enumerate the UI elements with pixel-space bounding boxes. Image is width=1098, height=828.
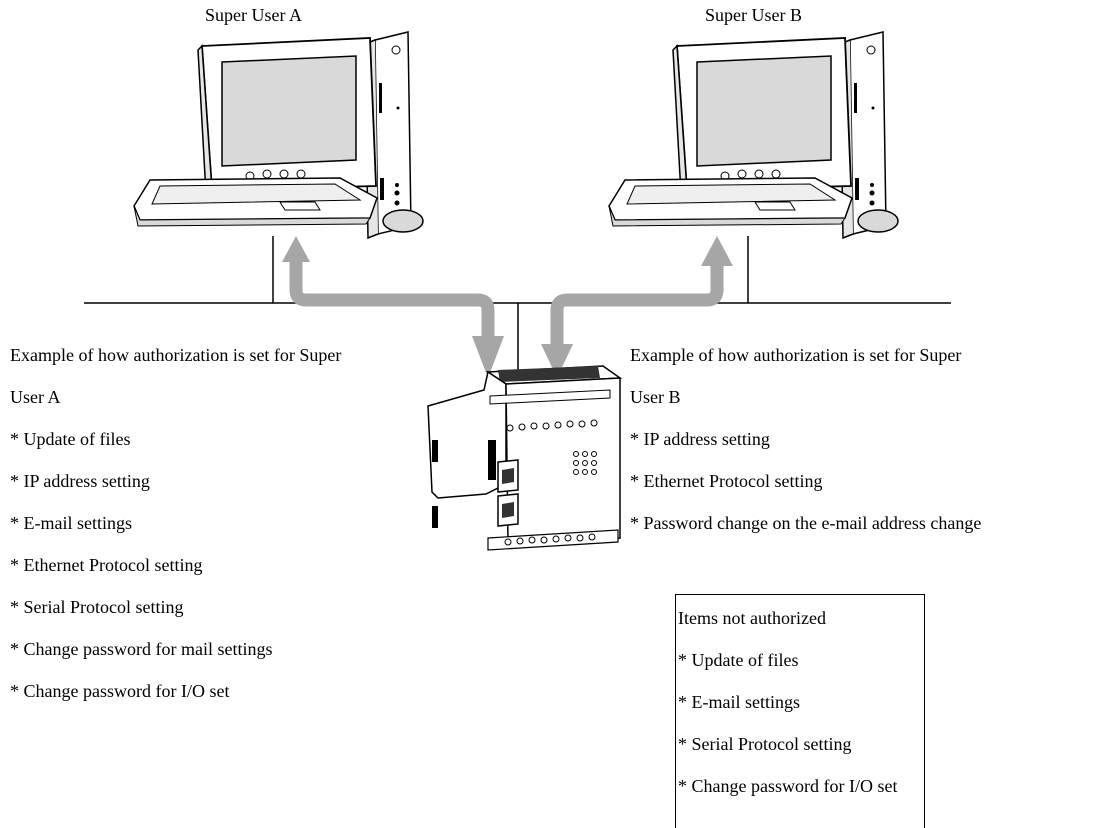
- right-heading-line1: Example of how authorization is set for …: [630, 345, 962, 365]
- list-item: * E-mail settings: [678, 692, 800, 712]
- not-authorized-heading: Items not authorized: [678, 608, 826, 628]
- left-heading-line2: User A: [10, 387, 61, 407]
- list-item: * Ethernet Protocol setting: [630, 471, 823, 491]
- list-item: * Update of files: [10, 429, 131, 449]
- list-item: * Change password for I/O set: [678, 776, 898, 796]
- arrow-device-to-b: [541, 236, 733, 378]
- list-item: * Password change on the e-mail address …: [630, 513, 982, 533]
- right-heading-line2: User B: [630, 387, 681, 407]
- list-item: * Serial Protocol setting: [10, 597, 184, 617]
- left-heading-line1: Example of how authorization is set for …: [10, 345, 342, 365]
- controller-device-icon: [427, 365, 623, 551]
- arrow-a-to-device: [282, 236, 504, 378]
- not-authorized-box: [675, 594, 925, 828]
- list-item: * Serial Protocol setting: [678, 734, 852, 754]
- computer-b-icon: [608, 31, 899, 240]
- list-item: * Change password for mail settings: [10, 639, 273, 659]
- list-item: * E-mail settings: [10, 513, 132, 533]
- list-item: * Ethernet Protocol setting: [10, 555, 203, 575]
- computer-a-icon: [133, 31, 424, 240]
- super-user-a-label: Super User A: [205, 5, 302, 25]
- list-item: * IP address setting: [630, 429, 770, 449]
- list-item: * Update of files: [678, 650, 799, 670]
- super-user-b-label: Super User B: [705, 5, 802, 25]
- list-item: * IP address setting: [10, 471, 150, 491]
- list-item: * Change password for I/O set: [10, 681, 230, 701]
